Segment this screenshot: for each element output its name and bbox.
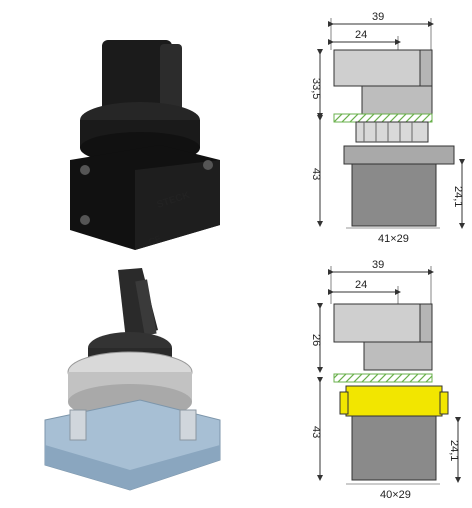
dim-footprint: 40×29 [380, 489, 411, 501]
dim-lever-width: 24 [355, 29, 367, 41]
dim-lever-width: 24 [355, 279, 367, 291]
drawing-top: 39 24 33,5 [310, 11, 465, 245]
drawing-bottom: 39 24 26 43 24,1 [310, 259, 461, 501]
ce-mark: CE [148, 234, 163, 247]
dim-body-height: 43 [310, 426, 322, 438]
dim-overall-width: 39 [372, 259, 384, 271]
dim-head-height: 26 [310, 334, 322, 346]
dim-footprint: 41×29 [378, 233, 409, 245]
dim-base-height: 24,1 [452, 186, 464, 207]
product-photo-chrome-selector-switch [30, 260, 240, 500]
dim-body-height: 43 [310, 168, 322, 180]
product-photo-black-selector-switch: STECK CE [40, 20, 250, 260]
dim-base-height: 24,1 [448, 440, 460, 461]
dim-overall-width: 39 [372, 11, 384, 23]
dim-head-height: 33,5 [310, 78, 322, 99]
lever-shape [102, 40, 172, 115]
